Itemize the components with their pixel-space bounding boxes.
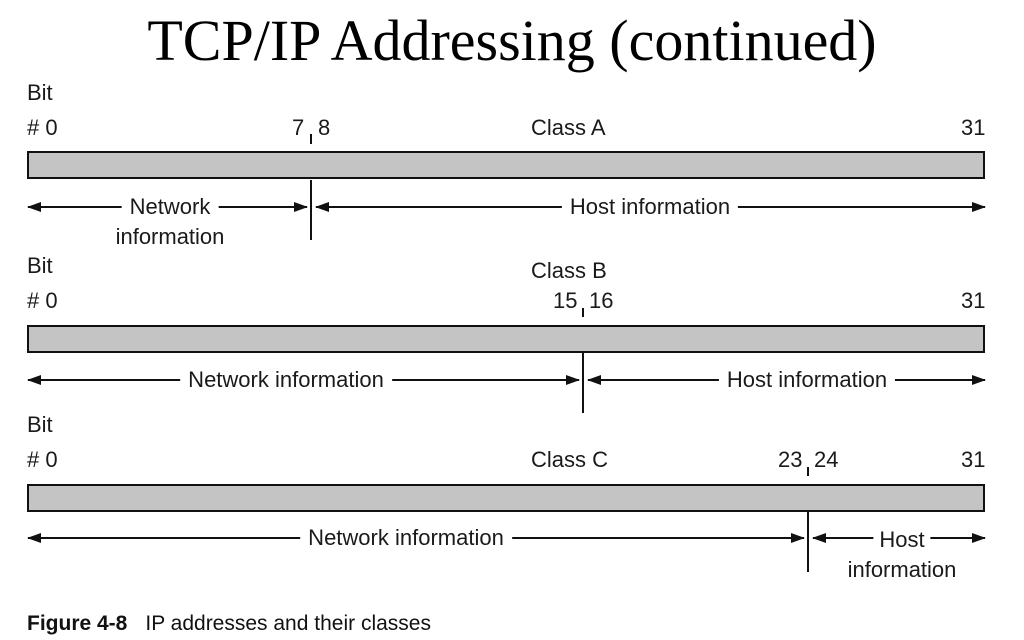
class-a-host-label: Host information	[561, 194, 739, 220]
class-a-name: Class A	[531, 115, 606, 140]
class-c-address-bar	[27, 484, 985, 512]
class-b-right-bit: 16	[589, 288, 614, 313]
class-a-bit-zero: # 0	[27, 115, 58, 140]
class-c-name: Class C	[531, 447, 609, 472]
class-b-end-bit: 31	[961, 288, 986, 313]
class-c-bit-label: Bit	[27, 412, 53, 437]
class-c-network-label: Network information	[300, 525, 512, 551]
class-a-left-bit: 7	[292, 115, 305, 140]
class-a-network-label-line2: information	[115, 224, 225, 249]
class-c-bit-zero: # 0	[27, 447, 58, 472]
page-title: TCP/IP Addressing (continued)	[147, 8, 877, 73]
figure-number: Figure 4-8	[27, 612, 128, 635]
class-b-left-bit: 15	[553, 288, 578, 313]
class-c-host-label-line2: information	[847, 557, 957, 582]
class-a-address-bar	[27, 151, 985, 179]
class-a-right-bit: 8	[318, 115, 331, 140]
class-b-bit-label: Bit	[27, 253, 53, 278]
class-c-left-bit: 23	[778, 447, 803, 472]
class-c-host-label-line1: Host	[873, 527, 931, 553]
class-b-network-label: Network information	[180, 367, 392, 393]
figure-caption-text: IP addresses and their classes	[145, 612, 431, 635]
class-b-bit-zero: # 0	[27, 288, 58, 313]
class-a-end-bit: 31	[961, 115, 986, 140]
class-b-host-label: Host information	[718, 367, 896, 393]
class-c-end-bit: 31	[961, 447, 986, 472]
class-a-bit-label: Bit	[27, 80, 53, 105]
class-b-name: Class B	[531, 258, 607, 283]
class-c-right-bit: 24	[814, 447, 839, 472]
figure-caption: Figure 4-8 IP addresses and their classes	[27, 611, 431, 637]
class-a-network-label-line1: Network	[121, 194, 219, 220]
class-b-address-bar	[27, 325, 985, 353]
